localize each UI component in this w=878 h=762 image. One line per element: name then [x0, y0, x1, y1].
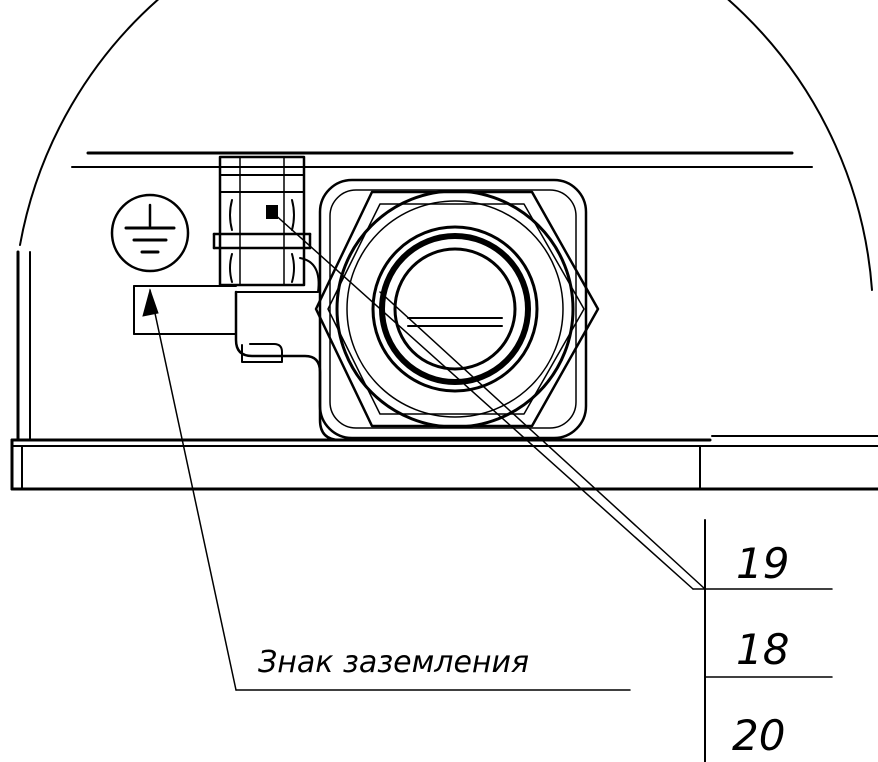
leader-lines	[142, 211, 833, 762]
callout-20: 20	[732, 711, 785, 760]
ground-terminal-bracket	[133, 257, 342, 442]
cable-gland	[314, 178, 600, 440]
callout-19: 19	[736, 539, 789, 588]
ground-label: Знак заземления	[258, 645, 529, 680]
detail-view-circle	[19, 0, 873, 291]
ground-leader-arrow	[142, 288, 159, 317]
ground-bolt	[212, 155, 312, 287]
housing-top-cover	[71, 151, 813, 168]
earth-ground-icon	[110, 193, 190, 273]
housing-left-wall	[16, 250, 31, 442]
callout-18: 18	[736, 625, 789, 674]
base-flange	[10, 435, 878, 491]
